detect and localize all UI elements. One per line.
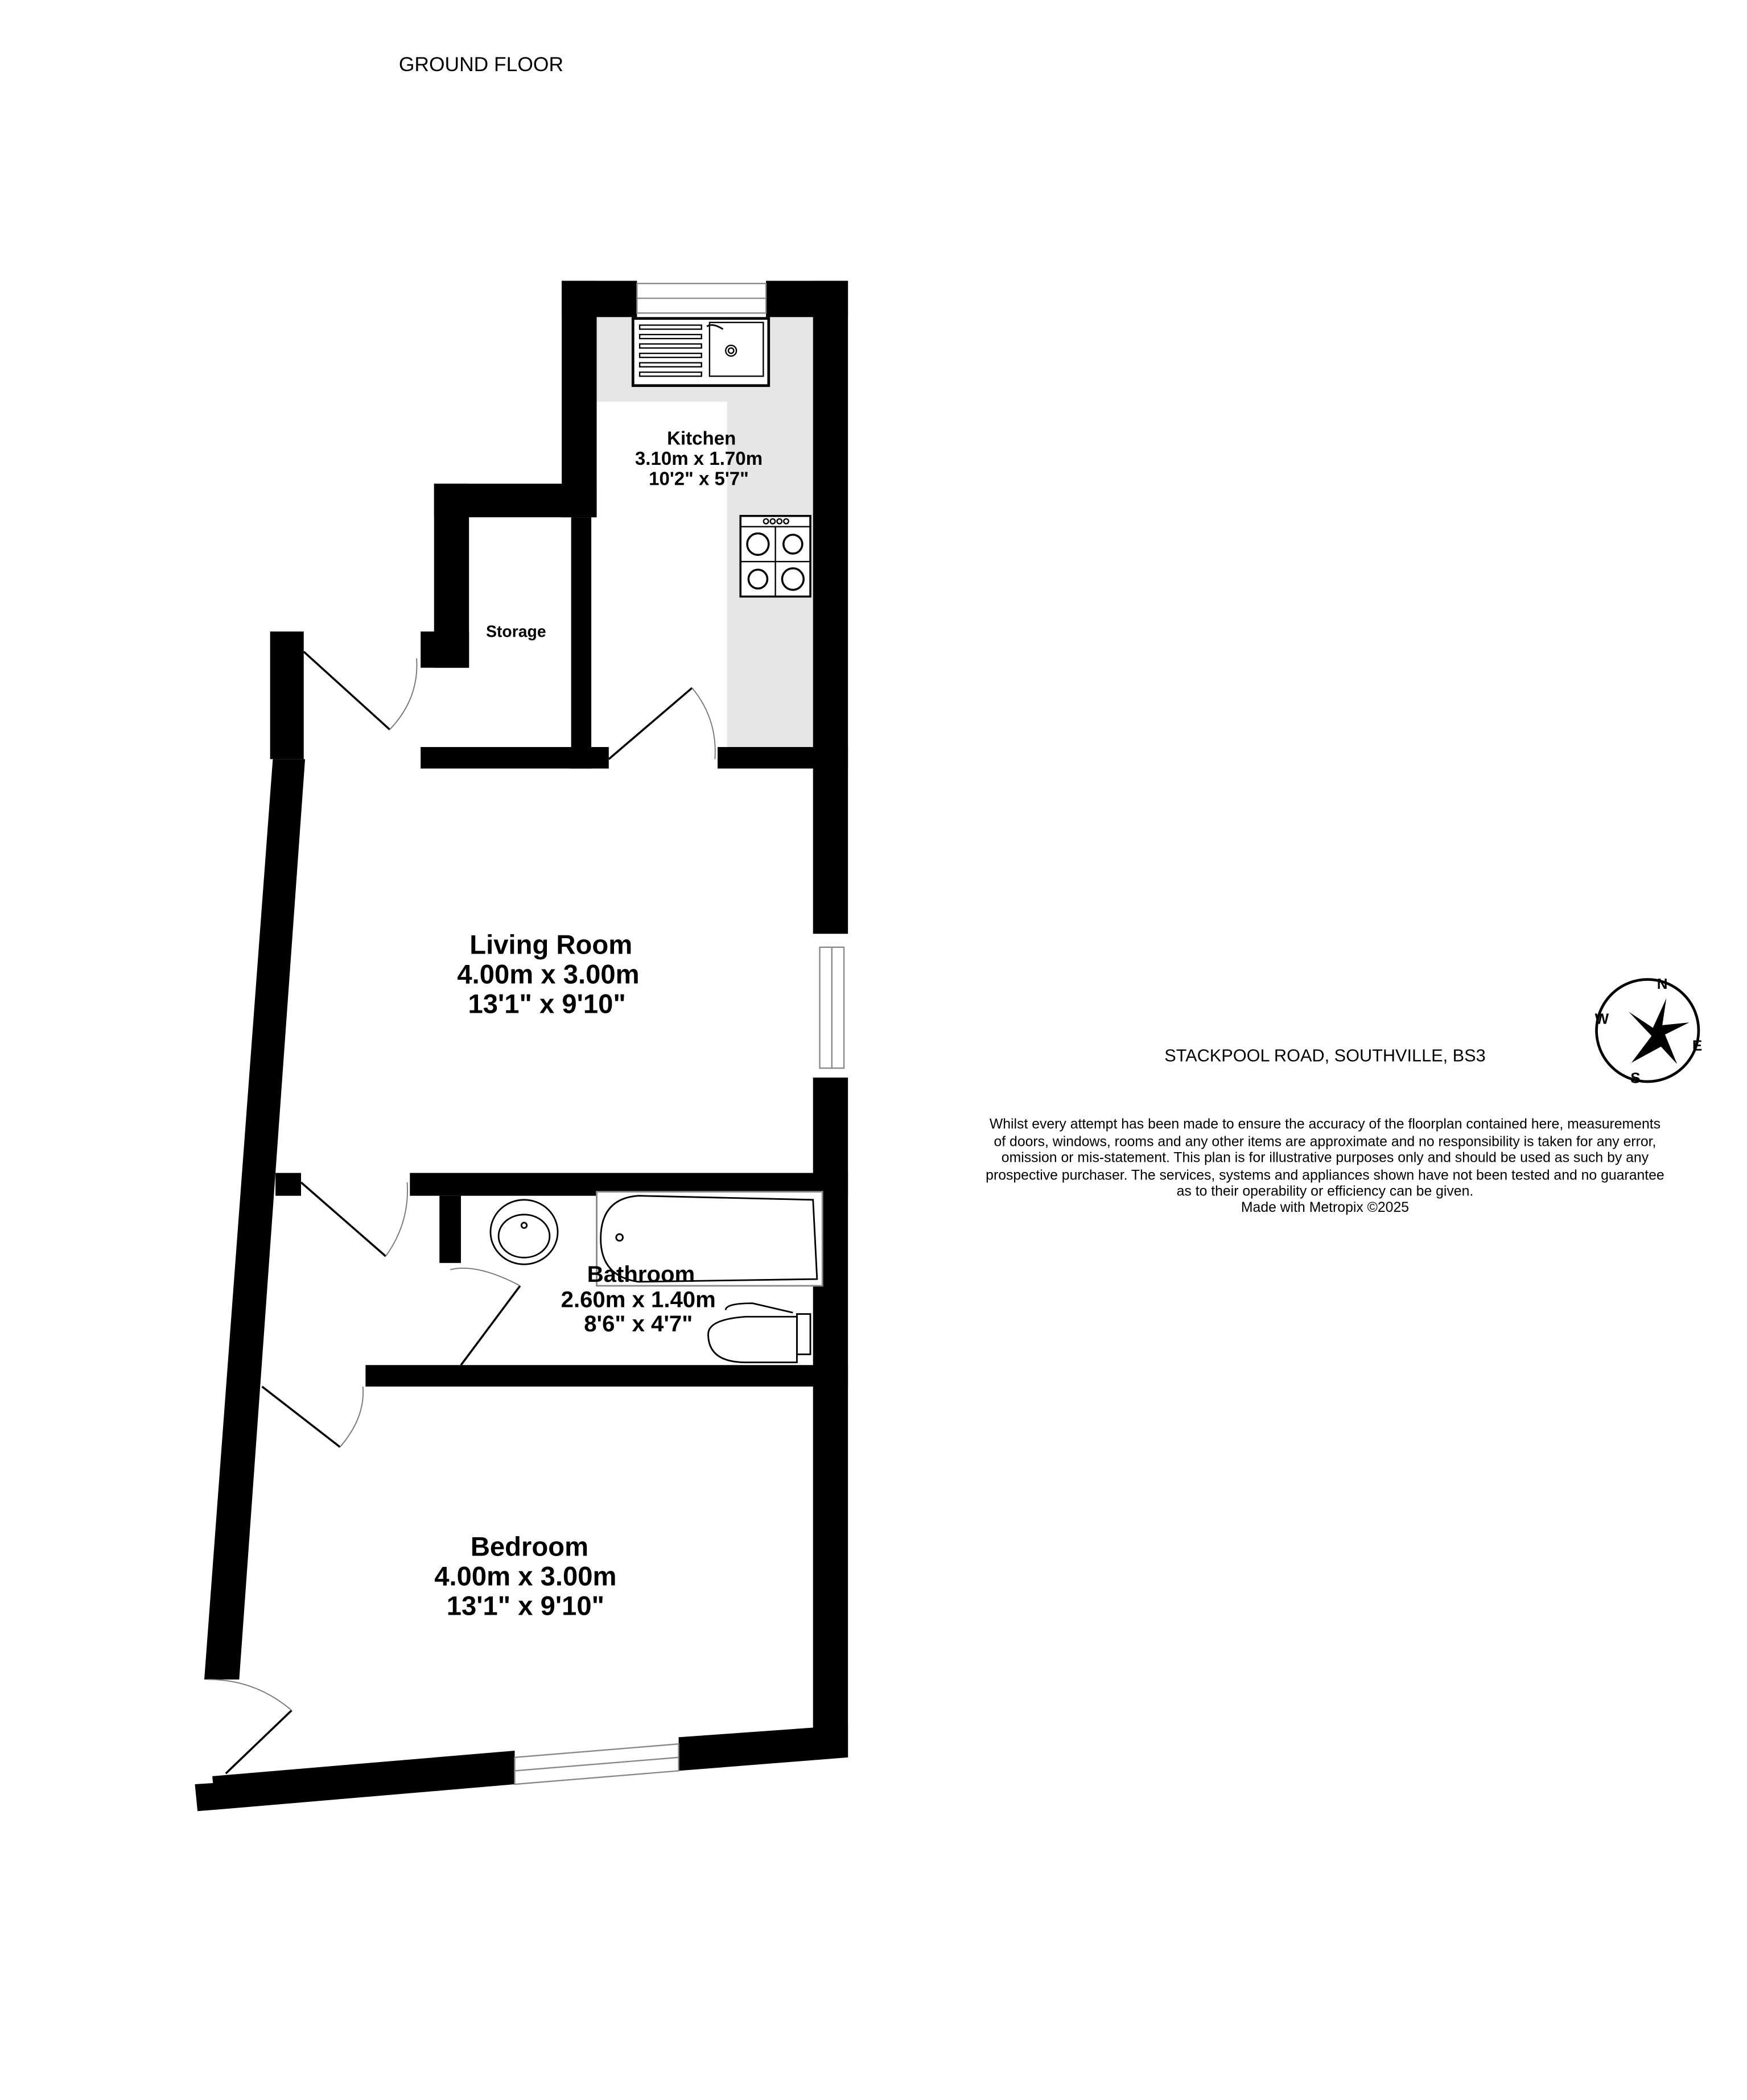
address: STACKPOOL ROAD, SOUTHVILLE, BS3 xyxy=(1164,1046,1485,1066)
kitchen-sink-icon xyxy=(631,317,771,387)
compass-icon: N E S W xyxy=(1595,975,1703,1086)
room-label-bedroom: Bedroom 4.00m x 3.00m 13'1" x 9'10" xyxy=(434,1532,616,1622)
svg-text:Bathroom: Bathroom xyxy=(587,1261,695,1287)
toilet-icon xyxy=(707,1302,811,1363)
svg-text:Whilst every attempt has been: Whilst every attempt has been made to en… xyxy=(990,1117,1661,1132)
room-label-living-room: Living Room 4.00m x 3.00m 13'1" x 9'10" xyxy=(457,930,639,1020)
svg-text:as to their operability or eff: as to their operability or efficiency ca… xyxy=(1177,1184,1474,1199)
svg-text:13'1" x 9'10": 13'1" x 9'10" xyxy=(468,989,626,1020)
living-room-window xyxy=(819,946,845,1069)
room-label-kitchen: Kitchen 3.10m x 1.70m 10'2" x 5'7" xyxy=(635,428,763,490)
floor-label: GROUND FLOOR xyxy=(399,53,563,76)
kitchen-window xyxy=(636,283,767,314)
svg-text:4.00m x 3.00m: 4.00m x 3.00m xyxy=(457,960,639,990)
compass-s: S xyxy=(1630,1069,1640,1086)
room-label-storage: Storage xyxy=(486,622,546,641)
compass-w: W xyxy=(1595,1010,1609,1027)
svg-text:10'2" x 5'7": 10'2" x 5'7" xyxy=(649,468,749,489)
svg-text:3.10m x 1.70m: 3.10m x 1.70m xyxy=(635,448,763,469)
windows xyxy=(514,283,845,1785)
bath-icon xyxy=(596,1191,823,1287)
room-label-bathroom: Bathroom 2.60m x 1.40m 8'6" x 4'7" xyxy=(561,1261,716,1336)
svg-text:2.60m x 1.40m: 2.60m x 1.40m xyxy=(561,1287,716,1313)
compass-e: E xyxy=(1692,1037,1702,1054)
walls xyxy=(195,280,848,1812)
svg-text:Living Room: Living Room xyxy=(469,930,632,960)
svg-text:8'6" x 4'7": 8'6" x 4'7" xyxy=(584,1311,693,1336)
svg-text:omission or mis-statement. Thi: omission or mis-statement. This plan is … xyxy=(1002,1150,1649,1166)
washbasin-icon xyxy=(489,1199,559,1265)
svg-text:Bedroom: Bedroom xyxy=(471,1532,588,1562)
svg-text:13'1" x 9'10": 13'1" x 9'10" xyxy=(447,1591,604,1622)
hob-icon xyxy=(739,515,811,598)
disclaimer: Whilst every attempt has been made to en… xyxy=(986,1117,1664,1215)
svg-text:4.00m x 3.00m: 4.00m x 3.00m xyxy=(434,1562,616,1592)
compass-n: N xyxy=(1657,975,1668,992)
svg-text:of doors, windows, rooms and a: of doors, windows, rooms and any other i… xyxy=(994,1134,1656,1149)
bedroom-window xyxy=(514,1743,679,1785)
svg-text:prospective purchaser. The ser: prospective purchaser. The services, sys… xyxy=(986,1167,1664,1183)
svg-text:Made with Metropix ©2025: Made with Metropix ©2025 xyxy=(1241,1200,1409,1215)
svg-text:Kitchen: Kitchen xyxy=(667,428,736,449)
doors xyxy=(208,651,716,1775)
